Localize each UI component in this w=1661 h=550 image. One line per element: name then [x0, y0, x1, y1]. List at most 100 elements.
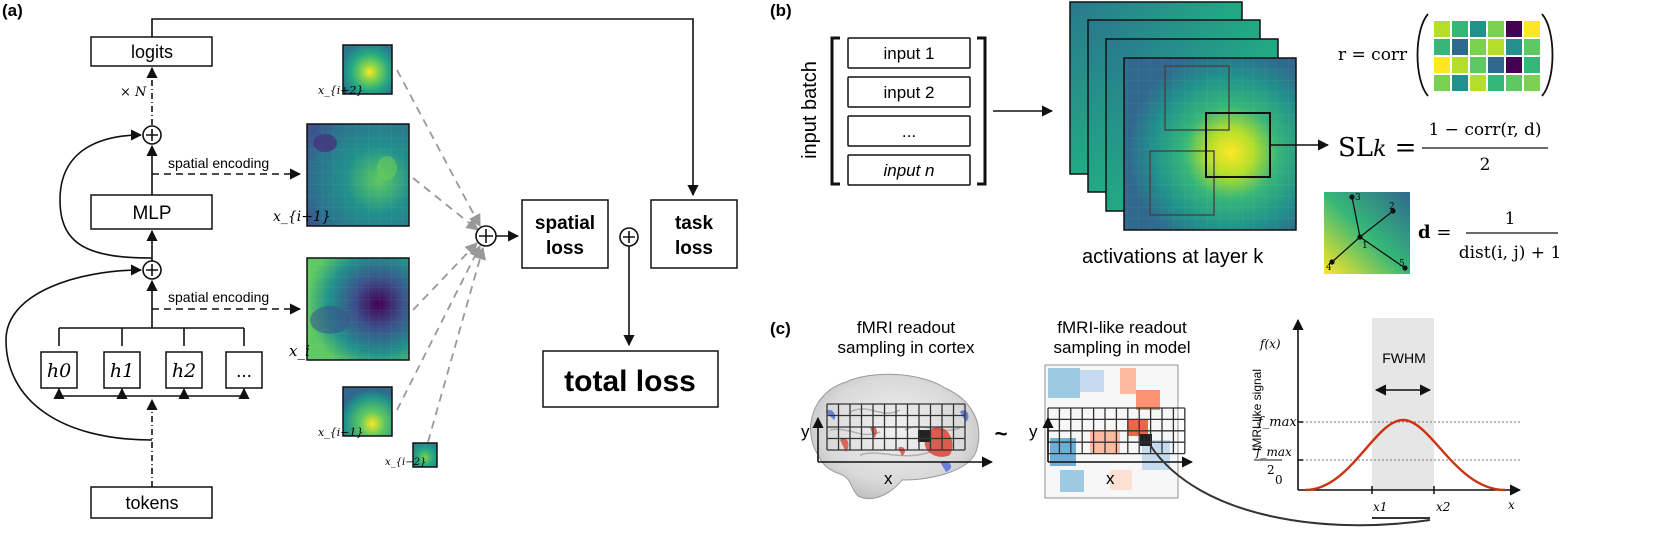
spatial-loss-line2: loss [546, 238, 584, 259]
input-more-label: ... [902, 122, 916, 141]
voxel-to-signal-connector [1149, 444, 1431, 527]
model-title-2: sampling in model [1053, 338, 1190, 357]
head-2: h2 [172, 360, 196, 382]
r-matrix-cell [1524, 75, 1540, 91]
r-matrix-cell [1506, 21, 1522, 37]
task-loss-line1: task [675, 213, 713, 234]
r-matrix-cell [1524, 21, 1540, 37]
input-n-box [847, 154, 971, 186]
input-more-box [847, 115, 971, 147]
d-point-1: 1 [1362, 241, 1368, 251]
total-loss-box [542, 350, 719, 408]
spatial-encoding-top: spatial encoding [168, 155, 269, 171]
sl-numerator: 1 − corr(r, d) [1428, 120, 1541, 140]
residual-loop-bottom [5, 264, 153, 441]
input-1-box [847, 37, 971, 69]
r-matrix-cell [1488, 39, 1504, 55]
r-matrix-cell [1524, 39, 1540, 55]
graph-fmax: f_max [1257, 415, 1297, 430]
batch-bracket-right [977, 36, 987, 186]
mlp-label: MLP [132, 203, 171, 224]
d-lhs: d = [1418, 222, 1451, 243]
input-n-label: input n [883, 161, 934, 180]
r-matrix-cell [1470, 39, 1486, 55]
head-more: ... [236, 361, 252, 382]
r-matrix-cell [1434, 39, 1450, 55]
tokens-box [90, 486, 213, 519]
graph-fx: f(x) [1259, 337, 1281, 351]
label-x-i: x_i [289, 342, 310, 360]
brain-image [810, 373, 980, 500]
d-point-5: 5 [1399, 259, 1405, 269]
model-title-1: fMRI-like readout [1057, 318, 1187, 337]
r-matrix-cell [1452, 75, 1468, 91]
map-to-sum-arrows [396, 69, 486, 443]
r-matrix-cell [1524, 57, 1540, 73]
graph-zero: 0 [1275, 473, 1283, 487]
r-paren-left [1416, 13, 1429, 97]
residual-loop-top [59, 129, 153, 259]
sl-denominator: 2 [1480, 155, 1491, 175]
signal-curve [1304, 418, 1506, 492]
batch-bracket-left [830, 36, 840, 186]
input-2-box [847, 76, 971, 108]
map-x-i-plus-1 [306, 123, 410, 227]
graph-x2: x2 [1436, 500, 1450, 514]
r-matrix-cell [1506, 39, 1522, 55]
graph-fmax-half-num: f_max [1255, 445, 1292, 459]
head-0: h0 [47, 360, 71, 382]
spatial-encoding-bottom: spatial encoding [168, 289, 269, 305]
model-axis-x: x [1106, 469, 1115, 488]
r-matrix-cell [1488, 21, 1504, 37]
activation-stack [1069, 1, 1297, 231]
head-boxes [40, 351, 263, 389]
d-denominator: dist(i, j) + 1 [1459, 243, 1562, 263]
d-matrix [1324, 192, 1410, 274]
map-x-i-plus-2 [342, 44, 393, 95]
panel-b-label: (b) [770, 1, 792, 20]
r-matrix [1432, 20, 1540, 94]
input-2-label: input 2 [883, 83, 934, 102]
r-matrix-cell [1506, 75, 1522, 91]
label-x-i-minus-2: x_{i−2} [385, 457, 426, 468]
d-point-3: 3 [1355, 193, 1361, 203]
r-matrix-cell [1488, 75, 1504, 91]
r-formula: r = corr [1338, 45, 1408, 65]
r-matrix-cell [1434, 21, 1450, 37]
r-matrix-cell [1506, 57, 1522, 73]
logits-to-task-arrow [151, 18, 699, 197]
panel-c-label: (c) [770, 319, 791, 338]
spatial-loss-box [521, 199, 609, 269]
tokens-label: tokens [125, 493, 178, 513]
r-matrix-cell [1470, 57, 1486, 73]
graph-fmax-half-den: 2 [1267, 463, 1275, 477]
input-batch-label: input batch [799, 61, 821, 159]
brain-axis-x: x [884, 469, 893, 488]
r-matrix-cell [1488, 57, 1504, 73]
graph-x: x [1508, 498, 1515, 512]
r-matrix-cell [1434, 75, 1450, 91]
fmri-title-2: sampling in cortex [837, 338, 975, 357]
map-x-i-minus-1 [342, 386, 393, 437]
fwhm-label: FWHM [1382, 350, 1426, 366]
r-matrix-cell [1452, 39, 1468, 55]
d-point-4: 4 [1326, 263, 1332, 273]
logits-label: logits [131, 42, 173, 62]
signal-graph [1292, 318, 1522, 519]
r-matrix-cell [1452, 21, 1468, 37]
r-matrix-cell [1470, 21, 1486, 37]
spatial-loss-line1: spatial [535, 213, 595, 234]
map-x-i [306, 257, 410, 361]
total-loss-label: total loss [564, 365, 696, 398]
logits-box [90, 36, 213, 67]
model-readout-grid [1047, 407, 1186, 455]
d-numerator: 1 [1505, 209, 1516, 229]
brain-readout-grid [826, 403, 966, 451]
r-matrix-cell [1470, 75, 1486, 91]
sl-lhs: SLk = [1338, 133, 1416, 163]
d-point-2: 2 [1389, 202, 1395, 212]
r-paren-right [1541, 13, 1554, 97]
task-loss-line2: loss [675, 238, 713, 259]
map-x-i-minus-2 [412, 442, 438, 468]
